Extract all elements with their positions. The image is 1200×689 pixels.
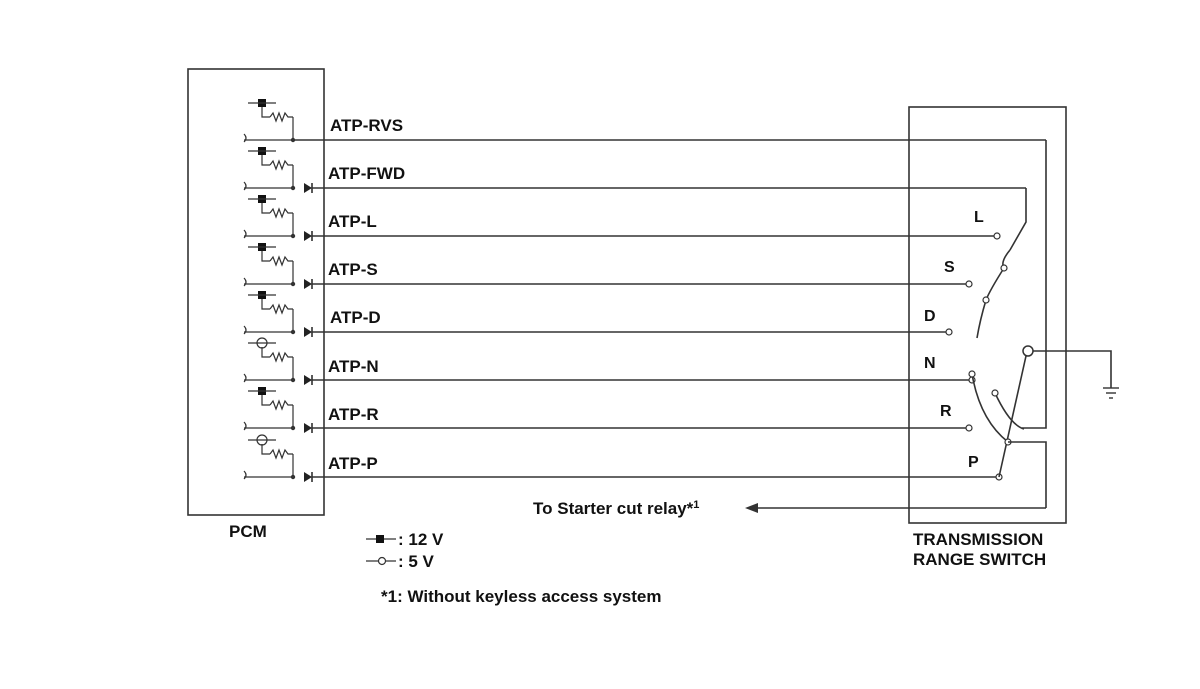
diode-icon	[304, 423, 312, 433]
pcm-circuits	[243, 99, 313, 482]
position-label-n: N	[924, 355, 936, 372]
ground-icon	[1103, 387, 1119, 399]
pcm-circuit-atp-p	[243, 434, 313, 482]
switch-label-line2: RANGE SWITCH	[913, 550, 1046, 569]
position-label-s: S	[944, 259, 955, 276]
pcm-circuit-atp-rvs	[243, 99, 296, 143]
wire-atp-d	[312, 328, 953, 336]
pcm-circuit-atp-d	[243, 291, 313, 337]
resistor-icon	[269, 351, 293, 363]
position-label-r: R	[940, 403, 952, 420]
wire-atp-r	[312, 424, 973, 432]
pcm-circuit-atp-fwd	[243, 147, 313, 193]
signal-label-atp-d: ATP-D	[330, 308, 381, 327]
resistor-icon	[269, 207, 293, 219]
diode-icon	[304, 375, 312, 385]
wire-atp-s	[312, 280, 973, 288]
wire-atp-l	[312, 232, 1001, 240]
pcm-circuit-atp-s	[243, 243, 313, 289]
signal-label-atp-s: ATP-S	[328, 260, 378, 279]
legend-12v-label: : 12 V	[398, 530, 444, 549]
arrow-left-icon	[745, 503, 758, 513]
contact-d	[945, 328, 953, 336]
transmission-range-switch-box	[908, 106, 1067, 524]
diode-icon	[304, 472, 312, 482]
signal-label-atp-rvs: ATP-RVS	[330, 116, 403, 135]
contact-l	[993, 232, 1001, 240]
contact-r	[965, 424, 973, 432]
diode-icon	[304, 279, 312, 289]
switch-pivot	[1022, 345, 1034, 357]
switch-label-line1: TRANSMISSION	[913, 530, 1043, 549]
pcm-circuit-atp-r	[243, 387, 313, 433]
pcm-circuit-atp-n	[243, 337, 313, 385]
signal-label-atp-l: ATP-L	[328, 212, 377, 231]
resistor-icon	[269, 111, 293, 123]
resistor-icon	[269, 159, 293, 171]
legend-12v-icon	[376, 535, 384, 543]
resistor-icon	[269, 303, 293, 315]
resistor-icon	[269, 399, 293, 411]
legend-5v-label: : 5 V	[398, 552, 435, 571]
position-label-p: P	[968, 454, 979, 471]
diode-icon	[304, 327, 312, 337]
signal-wires: ATP-RVS ATP-FWD ATP-L L ATP-S S ATP-D D ATP-N N AT…	[293, 116, 1046, 481]
signal-label-atp-n: ATP-N	[328, 357, 379, 376]
contact-s	[965, 280, 973, 288]
signal-label-atp-r: ATP-R	[328, 405, 379, 424]
wire-atp-p	[312, 473, 1003, 481]
legend: : 12 V : 5 V	[366, 530, 444, 571]
position-label-d: D	[924, 308, 936, 325]
diode-icon	[304, 231, 312, 241]
resistor-icon	[269, 448, 293, 460]
position-label-l: L	[974, 209, 984, 226]
legend-5v-icon	[377, 556, 387, 566]
pcm-box	[187, 68, 325, 516]
pcm-label: PCM	[229, 522, 267, 541]
switch-internals	[968, 140, 1119, 508]
signal-label-atp-p: ATP-P	[328, 454, 378, 473]
starter-relay-label: To Starter cut relay*1	[533, 499, 699, 518]
diode-icon	[304, 183, 312, 193]
signal-label-atp-fwd: ATP-FWD	[328, 164, 405, 183]
footnote: *1: Without keyless access system	[381, 587, 662, 606]
resistor-icon	[269, 255, 293, 267]
pcm-circuit-atp-l	[243, 195, 313, 241]
wire-atp-n	[312, 376, 976, 384]
